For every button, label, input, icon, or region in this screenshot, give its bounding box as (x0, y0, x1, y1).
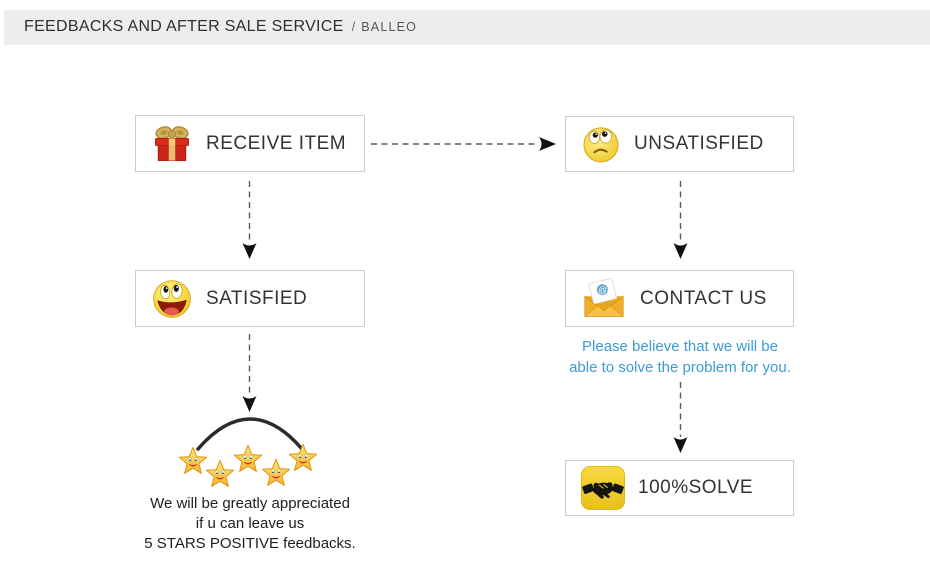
flow-box-satisfied: SATISFIED (135, 270, 365, 327)
flow-box-label: 100%SOLVE (638, 477, 754, 498)
contact-note: Please believe that we will be able to s… (545, 336, 815, 378)
email-icon: @ (584, 277, 624, 317)
flow-box-unsatisfied: UNSATISFIED (565, 116, 794, 172)
contact-note-line1: Please believe that we will be (582, 338, 778, 355)
flow-box-receive-item: RECEIVE ITEM (135, 115, 365, 172)
smiley-star-icon (205, 459, 235, 487)
stars-note: We will be greatly appreciated if u can … (105, 494, 395, 554)
five-stars-group (178, 417, 318, 487)
happy-face-icon (153, 279, 191, 318)
stars-note-line1: We will be greatly appreciated (150, 495, 350, 512)
contact-note-line2: able to solve the problem for you. (569, 359, 791, 376)
handshake-icon (580, 465, 626, 511)
stars-arc (196, 417, 304, 451)
stars-note-line3: 5 STARS POSITIVE feedbacks. (144, 535, 356, 552)
arrow-contact-to-solve (673, 382, 688, 453)
gift-icon (155, 125, 189, 161)
flow-box-contact-us: @ CONTACT US (565, 270, 794, 327)
stars-note-line2: if u can leave us (195, 515, 305, 532)
smiley-star-icon (261, 458, 291, 486)
brand-name: BALLEO (361, 20, 418, 34)
smiley-star-icon (178, 446, 208, 474)
svg-text:@: @ (597, 284, 608, 296)
flow-box-label: UNSATISFIED (634, 133, 764, 154)
section-header: FEEDBACKS AND AFTER SALE SERVICE / BALLE… (4, 10, 930, 45)
section-title: FEEDBACKS AND AFTER SALE SERVICE (24, 18, 344, 35)
flow-box-label: SATISFIED (206, 287, 308, 309)
flow-box-solve: 100%SOLVE (565, 460, 794, 516)
flow-box-label: RECEIVE ITEM (206, 132, 347, 154)
smiley-star-icon (288, 443, 318, 471)
arrow-unsatisfied-to-contact (673, 181, 688, 259)
title-separator: / (351, 19, 356, 34)
flow-box-label: CONTACT US (640, 287, 767, 309)
sad-face-icon (583, 127, 619, 163)
arrow-receive-to-satisfied (242, 181, 257, 259)
arrow-receive-to-unsatisfied (371, 137, 556, 151)
smiley-star-icon (233, 444, 263, 472)
